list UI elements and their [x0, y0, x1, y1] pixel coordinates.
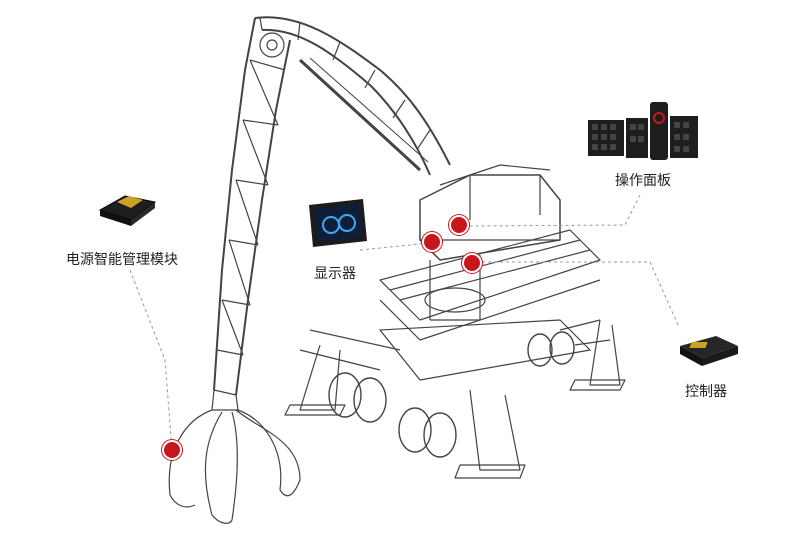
power-module-label: 电源智能管理模块 — [66, 252, 178, 268]
power-module-hotspot[interactable] — [162, 440, 182, 460]
controller-image — [680, 336, 738, 366]
operation-panel-label: 操作面板 — [615, 173, 671, 189]
controller-hotspot[interactable] — [462, 253, 482, 273]
display-hotspot[interactable] — [422, 232, 442, 252]
display-label: 显示器 — [314, 266, 356, 282]
operation-panel-image — [588, 102, 698, 160]
controller-label: 控制器 — [685, 384, 727, 400]
display-image — [309, 199, 367, 247]
power-module-image — [98, 195, 157, 226]
operation-panel-hotspot[interactable] — [449, 215, 469, 235]
